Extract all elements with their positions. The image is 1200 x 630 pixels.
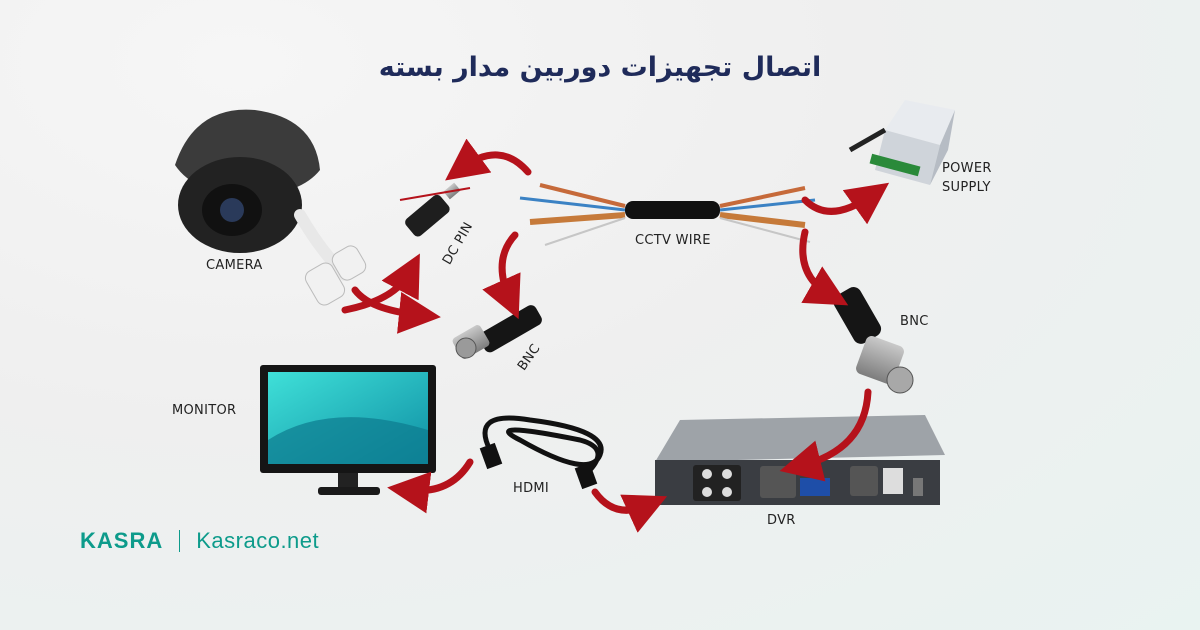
arrow-wire-to-bnc-right xyxy=(799,228,849,306)
brand-footer: KASRA Kasraco.net xyxy=(80,527,319,555)
hdmi-cable-icon xyxy=(479,415,604,490)
label-camera: CAMERA xyxy=(206,258,263,273)
arrow-camera-to-dcpin xyxy=(341,253,420,314)
dc-pin-icon xyxy=(399,182,471,237)
arrow-wire-to-power xyxy=(801,182,890,225)
power-supply-icon xyxy=(848,100,955,185)
page-title: اتصال تجهیزات دوربین مدار بسته xyxy=(378,52,822,83)
arrow-hdmi-to-monitor xyxy=(387,458,474,514)
label-cctv-wire: CCTV WIRE xyxy=(635,233,711,248)
label-power: POWER xyxy=(942,161,992,176)
label-bnc-right: BNC xyxy=(900,314,929,329)
bnc-right-icon xyxy=(833,287,914,394)
label-dvr: DVR xyxy=(767,513,796,528)
monitor-icon xyxy=(260,365,436,495)
cctv-wire-icon xyxy=(519,183,816,246)
dvr-icon xyxy=(655,415,945,505)
brand-logo: KASRA xyxy=(80,528,164,553)
label-supply: SUPPLY xyxy=(942,180,991,195)
arrow-camera-to-bnc xyxy=(351,286,441,334)
camera-icon xyxy=(175,109,367,306)
bnc-left-icon xyxy=(452,305,542,359)
arrow-wire-to-bnc-left xyxy=(482,231,521,320)
brand-website: Kasraco.net xyxy=(196,528,320,553)
arrow-hdmi-to-dvr xyxy=(591,488,668,533)
arrow-wire-to-camera xyxy=(445,138,532,181)
label-monitor: MONITOR xyxy=(172,403,237,418)
arrow-bnc-to-dvr xyxy=(779,388,872,482)
brand-divider xyxy=(179,530,181,552)
label-hdmi: HDMI xyxy=(513,481,550,496)
connection-arrows xyxy=(341,138,890,533)
